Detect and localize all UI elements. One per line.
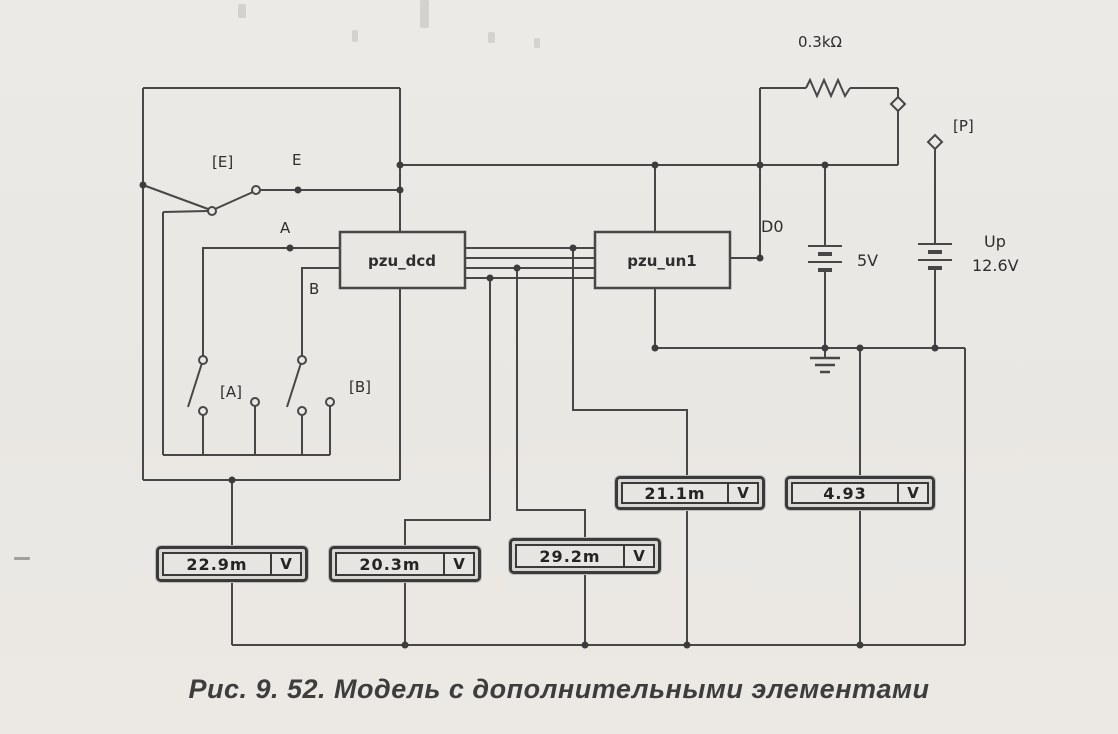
label-battery-up-name: Up [984,232,1006,251]
label-battery-5v: 5V [857,251,878,270]
label-node-a: A [280,219,291,237]
battery-up-icon [918,243,952,270]
terminal-post-a [250,397,260,407]
ground-icon [810,356,840,374]
voltmeter-2-value: 4.93 [823,483,867,503]
block-pzu-dcd [338,230,467,290]
label-switch-e: [E] [212,153,233,171]
voltmeter-3-value: 22.9m [186,554,248,574]
scan-smudge [488,32,495,43]
switch-b [286,355,307,416]
voltmeter-2-unit: V [897,484,927,502]
voltmeter-1-value: 21.1m [644,483,706,503]
connector-diamond-resistor [889,95,907,113]
junction-dots [139,161,939,649]
battery-5v-icon [808,245,842,272]
label-resistor-value: 0.3kΩ [798,33,842,51]
scan-smudge [420,0,429,28]
switch-e [207,185,261,216]
block-pzu-un1-label: pzu_un1 [627,252,696,270]
switch-a-terminal [198,355,208,365]
figure-caption: Рис. 9. 52. Модель с дополнительными эле… [188,674,930,704]
label-node-d0: D0 [761,217,784,236]
circuit-wires [142,87,966,646]
switch-e-arm [214,191,254,210]
switch-a-terminal [198,406,208,416]
voltmeter-2-display: 4.93 V [791,482,929,504]
switch-e-terminal [207,206,217,216]
voltmeter-2: 4.93 V [785,476,935,510]
voltmeter-3: 22.9m V [156,546,308,582]
label-battery-up-value: 12.6V [972,256,1019,275]
voltmeter-4: 20.3m V [329,546,481,582]
terminal-post-b [325,397,335,407]
label-switch-a: [A] [220,383,242,401]
voltmeter-5-display: 29.2m V [515,544,655,568]
block-pzu-dcd-label: pzu_dcd [368,252,436,270]
switch-b-terminal [297,355,307,365]
label-switch-b: [B] [349,378,371,396]
voltmeter-1-display: 21.1m V [621,482,759,504]
voltmeter-4-value: 20.3m [359,554,421,574]
scan-dash [14,557,30,560]
voltmeter-5-value: 29.2m [539,546,601,566]
switch-b-arm [286,362,302,408]
voltmeter-3-display: 22.9m V [162,552,302,576]
block-pzu-un1 [593,230,732,290]
voltmeter-1: 21.1m V [615,476,765,510]
switch-a-arm [187,362,203,408]
resistor-zigzag [805,77,851,99]
switch-e-terminal [251,185,261,195]
scan-smudge [352,30,358,42]
label-terminal-p: [P] [953,117,974,135]
voltmeter-5: 29.2m V [509,538,661,574]
scan-smudge [534,38,540,48]
voltmeter-1-unit: V [727,484,757,502]
scan-smudge [238,4,246,18]
label-node-b: B [309,280,319,298]
label-node-e: E [292,151,301,169]
voltmeter-3-unit: V [270,554,300,574]
connector-diamond-p [926,133,944,151]
switch-a [187,355,208,416]
voltmeter-4-display: 20.3m V [335,552,475,576]
voltmeter-5-unit: V [623,546,653,566]
switch-b-terminal [297,406,307,416]
voltmeter-4-unit: V [443,554,473,574]
